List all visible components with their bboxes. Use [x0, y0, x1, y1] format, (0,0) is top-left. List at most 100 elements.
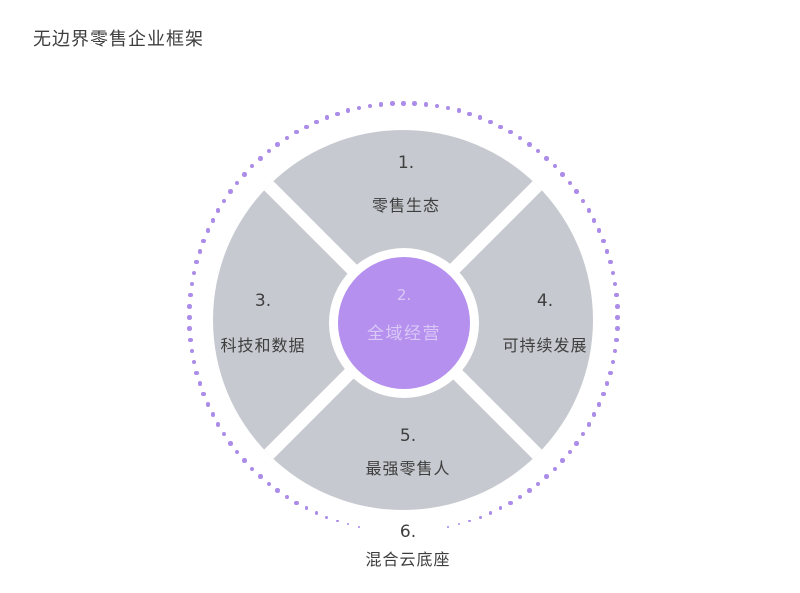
ring-dot — [197, 381, 203, 386]
ring-dot — [535, 148, 541, 154]
ring-dot — [423, 102, 429, 107]
ring-dot — [574, 440, 579, 446]
ring-dot — [604, 381, 610, 386]
ring-dot — [596, 228, 602, 233]
ring-dot — [477, 115, 483, 120]
ring-dot — [205, 402, 211, 407]
ring-dot — [210, 412, 216, 417]
ring-dot — [517, 494, 523, 500]
ring-dot — [401, 101, 406, 106]
ring-dot — [335, 111, 340, 117]
ring-dot — [294, 500, 299, 505]
ring-dot — [517, 135, 523, 141]
ring-dot — [498, 506, 503, 510]
ring-dot — [188, 337, 193, 343]
ring-dot — [304, 506, 309, 510]
ring-dot — [604, 249, 610, 254]
ring-dot — [191, 270, 197, 276]
segment-sustainable-development: 4. 可持续发展 — [502, 291, 587, 355]
ring-dot — [544, 474, 549, 479]
ring-dot — [266, 481, 272, 487]
ring-dot — [591, 412, 597, 417]
ring-dot — [215, 208, 221, 213]
ring-dot — [591, 218, 597, 223]
ring-dot — [596, 402, 602, 407]
ring-dot — [336, 519, 339, 523]
ring-dot — [574, 189, 579, 194]
segment-hybrid-cloud-base: 6. 混合云底座 — [365, 522, 450, 569]
ring-dot — [189, 348, 195, 354]
ring-dot — [194, 259, 200, 265]
ring-dot — [275, 488, 280, 493]
ring-dot — [205, 228, 211, 233]
ring-dot — [457, 523, 460, 526]
ring-dot — [526, 488, 532, 493]
ring-dot — [314, 119, 319, 125]
ring-dot — [324, 115, 330, 120]
ring-dot — [488, 119, 493, 125]
ring-dot — [215, 422, 221, 427]
ring-dot — [434, 103, 440, 109]
ring-dot — [275, 142, 280, 147]
ring-dot — [614, 337, 619, 343]
ring-dot — [508, 129, 513, 135]
segment-number: 3. — [254, 291, 272, 311]
ring-dot — [201, 391, 206, 397]
center-circle: 2. 全域经营 — [338, 257, 470, 389]
ring-dot — [600, 391, 606, 397]
ring-dot — [412, 101, 417, 107]
ring-dot — [468, 519, 471, 523]
ring-dot — [498, 124, 503, 130]
ring-dot — [234, 180, 240, 186]
ring-dot — [266, 148, 272, 154]
ring-dot — [358, 525, 360, 528]
ring-dot — [187, 304, 193, 309]
ring-dot — [610, 359, 616, 365]
ring-dot — [478, 515, 482, 519]
ring-dot — [612, 348, 618, 354]
ring-dot — [187, 315, 192, 320]
segment-label: 可持续发展 — [502, 336, 588, 355]
ring-dot — [447, 525, 449, 528]
segment-number: 6. — [399, 522, 417, 542]
ring-dot — [228, 440, 233, 446]
ring-dot — [210, 218, 216, 223]
ring-dot — [284, 135, 290, 141]
ring-dot — [347, 523, 350, 526]
ring-dot — [284, 494, 290, 500]
ring-dot — [614, 292, 619, 298]
ring-dot — [201, 238, 206, 244]
ring-dot — [197, 249, 203, 254]
ring-dot — [378, 102, 384, 107]
ring-dot — [544, 156, 549, 161]
ring-dot — [187, 326, 193, 331]
ring-dot — [614, 326, 620, 331]
ring-dot — [610, 270, 616, 276]
ring-dot — [535, 481, 541, 487]
ring-dot — [258, 474, 263, 479]
ring-dot — [615, 315, 620, 320]
ring-dot — [467, 111, 472, 117]
ring-dot — [456, 108, 462, 114]
ring-dot — [234, 449, 240, 455]
ring-dot — [367, 103, 373, 109]
ring-dot — [488, 511, 493, 515]
ring-dot — [614, 304, 620, 309]
ring-dot — [526, 142, 532, 147]
page-title: 无边界零售企业框架 — [33, 29, 204, 50]
ring-dot — [445, 105, 451, 111]
segment-label: 科技和数据 — [220, 336, 306, 355]
segment-label: 混合云底座 — [365, 550, 451, 569]
ring-dot — [356, 105, 362, 111]
ring-dot — [390, 101, 395, 107]
ring-dot — [586, 422, 592, 427]
segment-tech-and-data: 3. 科技和数据 — [220, 291, 305, 355]
ring-dot — [607, 370, 613, 376]
ring-dot — [612, 281, 618, 287]
ring-dot — [314, 511, 319, 515]
ring-dot — [304, 124, 309, 130]
ring-dot — [345, 108, 351, 114]
segment-number: 4. — [536, 291, 554, 311]
ring-dot — [580, 431, 586, 437]
ring-dot — [189, 281, 195, 287]
